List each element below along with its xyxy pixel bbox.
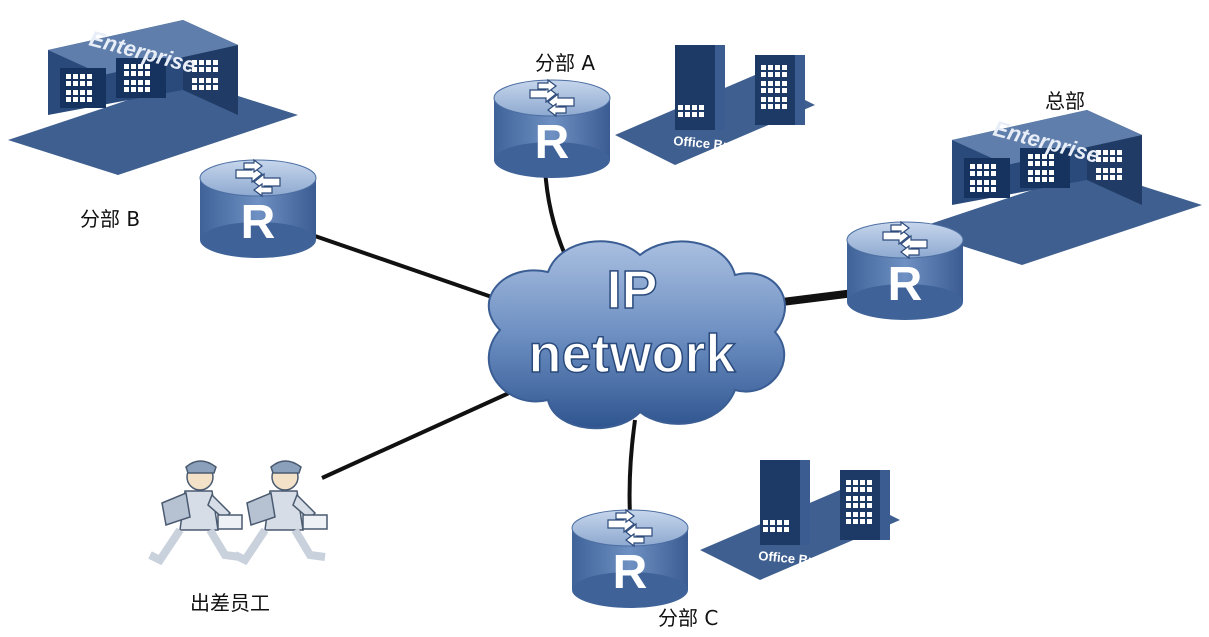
router-letter: R (888, 258, 923, 311)
router-branch-c: R (571, 509, 689, 609)
label-branch-c: 分部 C (658, 606, 719, 630)
office-building-branch-a: Office Building (615, 45, 815, 165)
cloud-label-network: network (528, 324, 736, 384)
label-branch-b: 分部 B (80, 207, 141, 231)
cloud-label-ip: IP (606, 260, 657, 320)
router-branch-a: R (493, 79, 611, 179)
link-branch-b (311, 233, 516, 307)
router-branch-b: R (199, 159, 317, 259)
label-mobile-staff: 出差员工 (190, 591, 270, 615)
office-building-branch-c: Office Building (700, 460, 900, 580)
label-branch-a: 分部 A (535, 51, 596, 75)
enterprise-building-headquarters: Enterprise (912, 110, 1202, 265)
enterprise-building-branch-b: Enterprise (8, 20, 298, 175)
link-branch-c (627, 419, 637, 516)
router-letter: R (241, 196, 276, 249)
router-headquarters: R (846, 221, 964, 321)
link-mobile-staff (321, 386, 521, 480)
traveling-employees-illustration (148, 460, 328, 566)
router-letter: R (535, 116, 570, 169)
ip-network-cloud: IP network (487, 240, 786, 430)
label-headquarters: 总部 (1045, 89, 1085, 113)
router-letter: R (613, 546, 648, 599)
